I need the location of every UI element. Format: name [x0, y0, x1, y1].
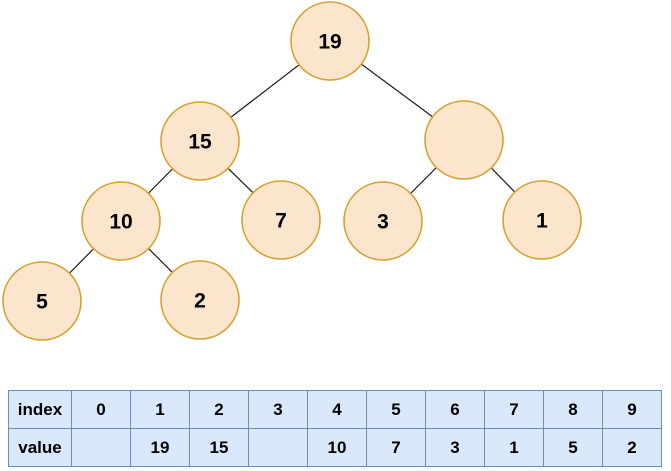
index-cell-9: 9 [602, 390, 662, 429]
index-row-label: index [8, 390, 72, 429]
tree-node-root: 19 [290, 1, 370, 81]
index-row: index 0 1 2 3 4 5 6 7 8 9 [8, 390, 662, 429]
tree-node-right-right: 1 [502, 180, 582, 260]
tree-node-leaf-5: 5 [2, 261, 82, 341]
node-circle [241, 180, 321, 260]
index-cell-2: 2 [189, 390, 249, 429]
index-cell-5: 5 [366, 390, 426, 429]
tree-node-right-empty [424, 100, 504, 180]
index-cell-0: 0 [71, 390, 131, 429]
index-cell-7: 7 [484, 390, 544, 429]
node-circle [343, 181, 423, 261]
node-circle [2, 261, 82, 341]
tree-node-left: 15 [160, 101, 240, 181]
index-cell-1: 1 [130, 390, 190, 429]
tree-node-left-left: 10 [81, 181, 161, 261]
value-row-label: value [8, 428, 72, 467]
node-circle [424, 100, 504, 180]
node-value: 3 [377, 211, 389, 234]
value-cell-5: 7 [366, 428, 426, 467]
node-value: 19 [318, 31, 341, 54]
node-value: 15 [188, 131, 212, 154]
node-circle [160, 260, 240, 340]
node-value: 10 [109, 211, 132, 234]
index-value-table: index 0 1 2 3 4 5 6 7 8 9 value 19 15 10… [8, 390, 662, 467]
node-circle [502, 180, 582, 260]
node-circle [81, 181, 161, 261]
value-cell-0 [71, 428, 131, 467]
value-cell-2: 15 [189, 428, 249, 467]
value-row: value 19 15 10 7 3 1 5 2 [8, 428, 662, 467]
node-circle [160, 101, 240, 181]
tree-node-right-left: 3 [343, 181, 423, 261]
tree-node-leaf-2: 2 [160, 260, 240, 340]
value-cell-8: 5 [543, 428, 603, 467]
value-cell-9: 2 [602, 428, 662, 467]
index-cell-3: 3 [248, 390, 308, 429]
tree-node-left-right: 7 [241, 180, 321, 260]
index-cell-6: 6 [425, 390, 485, 429]
node-value: 1 [536, 210, 548, 233]
value-cell-1: 19 [130, 428, 190, 467]
value-cell-6: 3 [425, 428, 485, 467]
value-cell-4: 10 [307, 428, 367, 467]
value-cell-7: 1 [484, 428, 544, 467]
node-circle [290, 1, 370, 81]
node-value: 5 [36, 291, 48, 314]
index-cell-4: 4 [307, 390, 367, 429]
node-value: 2 [194, 290, 206, 313]
index-cell-8: 8 [543, 390, 603, 429]
binary-tree-diagram: 19 15 10 7 3 1 5 [2, 1, 582, 341]
node-value: 7 [275, 210, 287, 233]
value-cell-3 [248, 428, 308, 467]
